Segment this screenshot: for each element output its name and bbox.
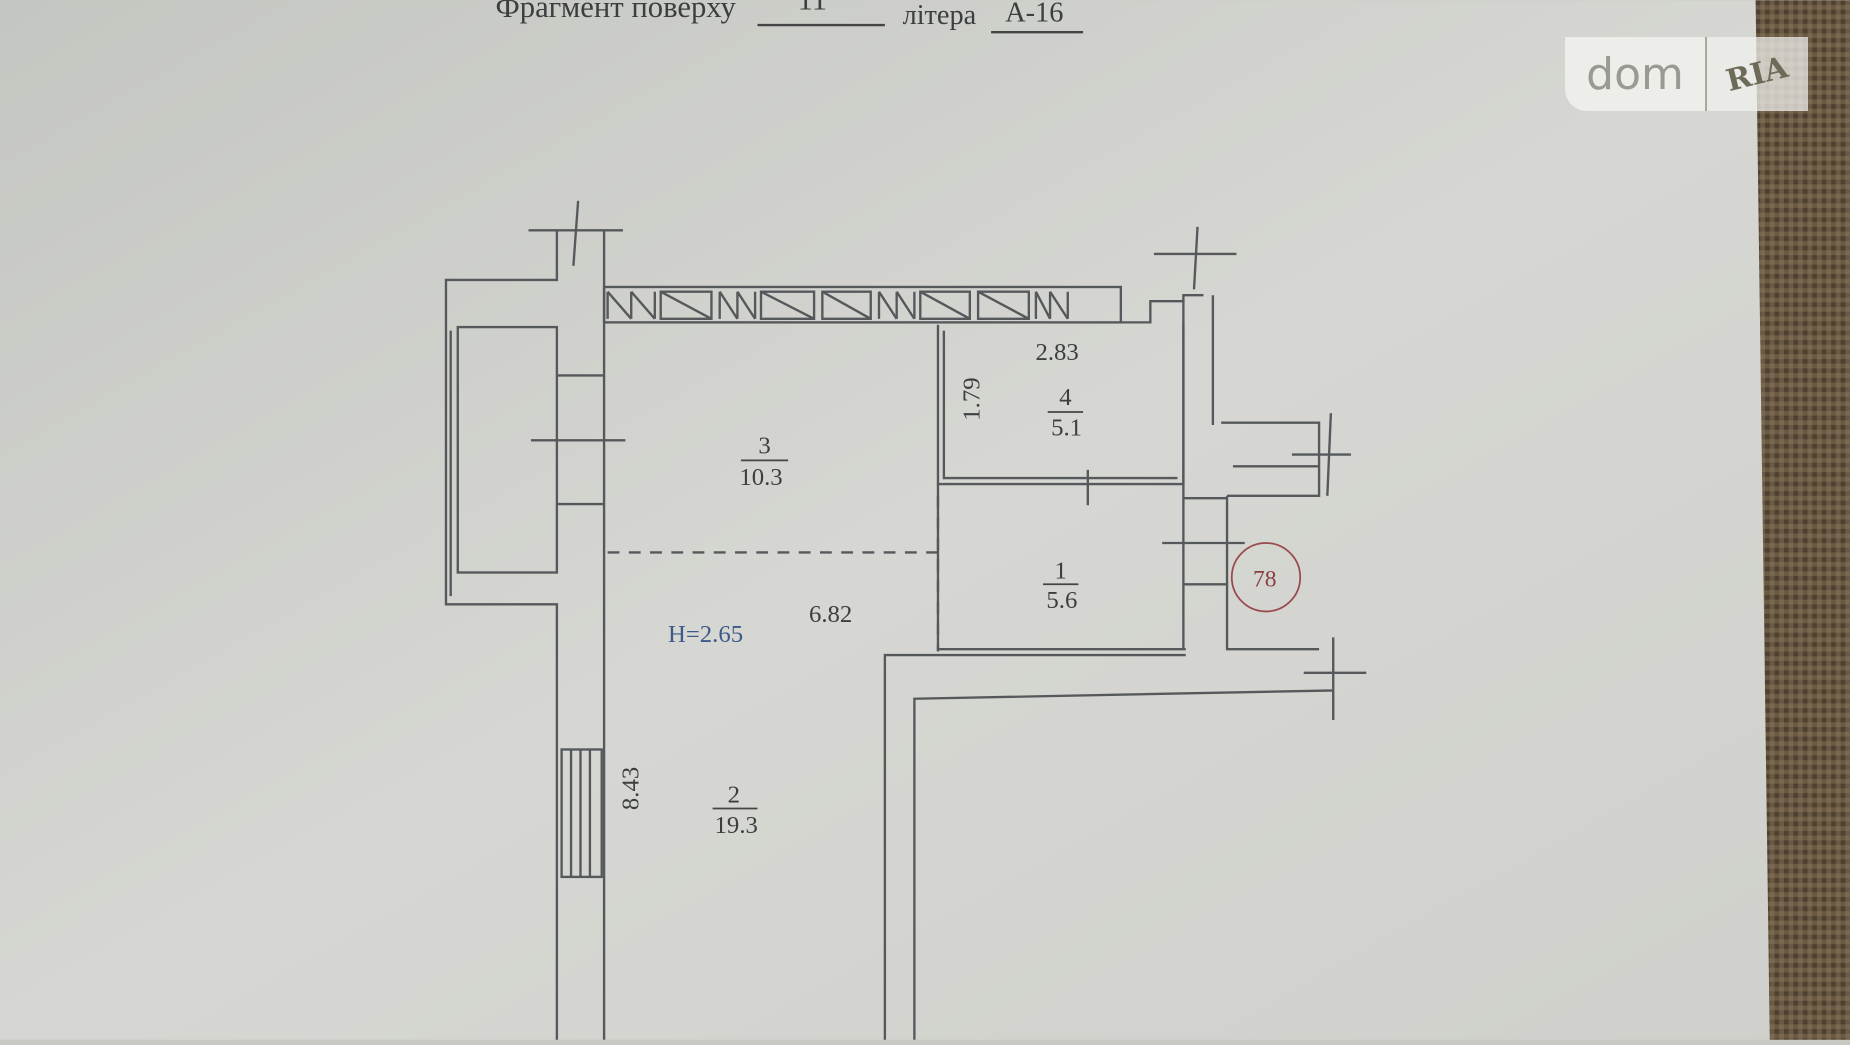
svg-text:4: 4 <box>1059 384 1071 411</box>
dim-room4-width: 2.83 <box>1035 339 1078 366</box>
svg-text:5.6: 5.6 <box>1046 587 1077 614</box>
svg-text:1: 1 <box>1054 557 1066 584</box>
room-2-label: 2 19.3 <box>712 782 758 839</box>
letter-value: А-16 <box>1005 0 1063 29</box>
dim-room4-depth: 1.79 <box>958 377 985 420</box>
walls <box>444 200 1367 1040</box>
fabric-background <box>1755 0 1850 1040</box>
svg-text:2: 2 <box>728 782 740 809</box>
svg-text:5.1: 5.1 <box>1051 415 1082 442</box>
watermark-ria: RIA <box>1707 37 1808 111</box>
watermark-dom: dom <box>1565 37 1707 111</box>
room-4-label: 4 5.1 <box>1047 384 1084 442</box>
letter-label: літера <box>903 0 977 31</box>
apartment-number-stamp: 78 <box>1230 542 1302 613</box>
room-3-label: 3 10.3 <box>739 432 789 491</box>
room-1-label: 1 5.6 <box>1042 557 1079 614</box>
svg-text:19.3: 19.3 <box>715 812 758 839</box>
dim-main-width: 6.82 <box>809 601 852 628</box>
svg-text:78: 78 <box>1253 567 1277 593</box>
ceiling-height: H=2.65 <box>668 621 743 648</box>
fragment-label: Фрагмент поверху <box>496 0 737 24</box>
floor-value: 11 <box>798 0 828 17</box>
svg-text:10.3: 10.3 <box>739 464 782 491</box>
svg-text:3: 3 <box>758 432 770 459</box>
dim-main-length: 8.43 <box>617 767 644 810</box>
domria-watermark: dom RIA <box>1565 37 1808 111</box>
